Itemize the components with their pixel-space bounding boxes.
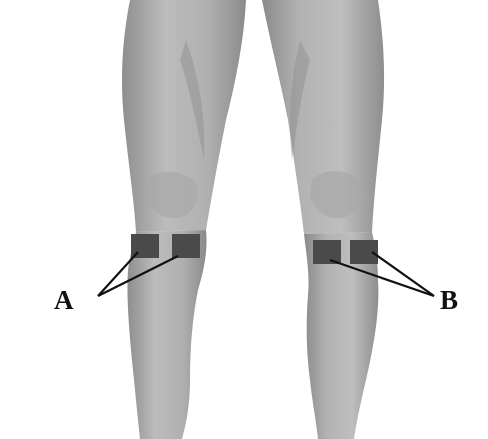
left-leg: [122, 0, 246, 439]
electrode: [172, 234, 200, 258]
right-leg: [262, 0, 384, 439]
electrode: [313, 240, 341, 264]
callout-label-b: B: [440, 285, 458, 315]
leader-line: [372, 252, 434, 296]
crotch-gap: [246, 0, 262, 24]
callout-label-a: A: [54, 285, 74, 315]
